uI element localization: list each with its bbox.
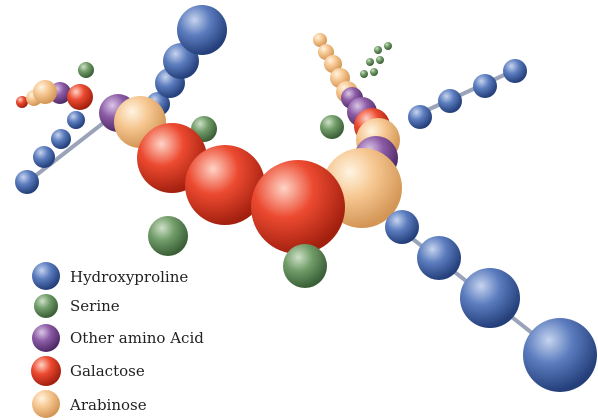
serine-sphere (148, 216, 188, 256)
legend-label-hydroxyproline: Hydroxyproline (70, 268, 188, 286)
serine-sphere (360, 70, 368, 78)
legend-label-galactose: Galactose (70, 362, 145, 380)
orange-sphere-icon (32, 390, 60, 418)
hydroxyproline-sphere (67, 111, 85, 129)
serine-sphere (366, 58, 374, 66)
galactose-sphere (67, 84, 93, 110)
legend-label-other-amino-acid: Other amino Acid (70, 329, 204, 347)
hydroxyproline-chain-right-top (408, 59, 527, 129)
hydroxyproline-sphere (51, 129, 71, 149)
hydroxyproline-chain-left (15, 111, 85, 194)
red-sphere-icon (31, 356, 61, 386)
serine-sphere (376, 56, 384, 64)
hydroxyproline-sphere (177, 5, 227, 55)
hydroxyproline-sphere (385, 210, 419, 244)
hydroxyproline-sphere (33, 146, 55, 168)
hydroxyproline-sphere (503, 59, 527, 83)
serine-sphere (78, 62, 94, 78)
legend-label-arabinose: Arabinose (69, 396, 147, 414)
hydroxyproline-sphere (473, 74, 497, 98)
serine-sphere (370, 68, 378, 76)
purple-sphere-icon (32, 324, 60, 352)
hydroxyproline-sphere (163, 43, 199, 79)
tail-spheres-left (16, 62, 94, 110)
serine-sphere (283, 244, 327, 288)
hydroxyproline-sphere (15, 170, 39, 194)
green-sphere-icon (34, 294, 58, 318)
hydroxyproline-sphere (523, 318, 597, 392)
serine-sphere (384, 42, 392, 50)
legend: Hydroxyproline Serine Other amino Acid G… (31, 262, 204, 418)
hydroxyproline-chain-right-bottom (385, 210, 597, 392)
hydroxyproline-sphere (408, 105, 432, 129)
hydroxyproline-sphere (438, 89, 462, 113)
galactose-sphere (16, 96, 28, 108)
galactose-sphere (251, 160, 345, 254)
serine-sphere (374, 46, 382, 54)
arabinose-sphere (33, 80, 57, 104)
hydroxyproline-sphere (417, 236, 461, 280)
galactose-sphere (185, 145, 265, 225)
serine-sphere (320, 115, 344, 139)
blue-sphere-icon (32, 262, 60, 290)
legend-label-serine: Serine (70, 297, 120, 315)
backbone (137, 123, 402, 288)
arabinose-sphere (313, 33, 327, 47)
hydroxyproline-sphere (460, 268, 520, 328)
hydroxyproline-chain-top (146, 5, 227, 116)
